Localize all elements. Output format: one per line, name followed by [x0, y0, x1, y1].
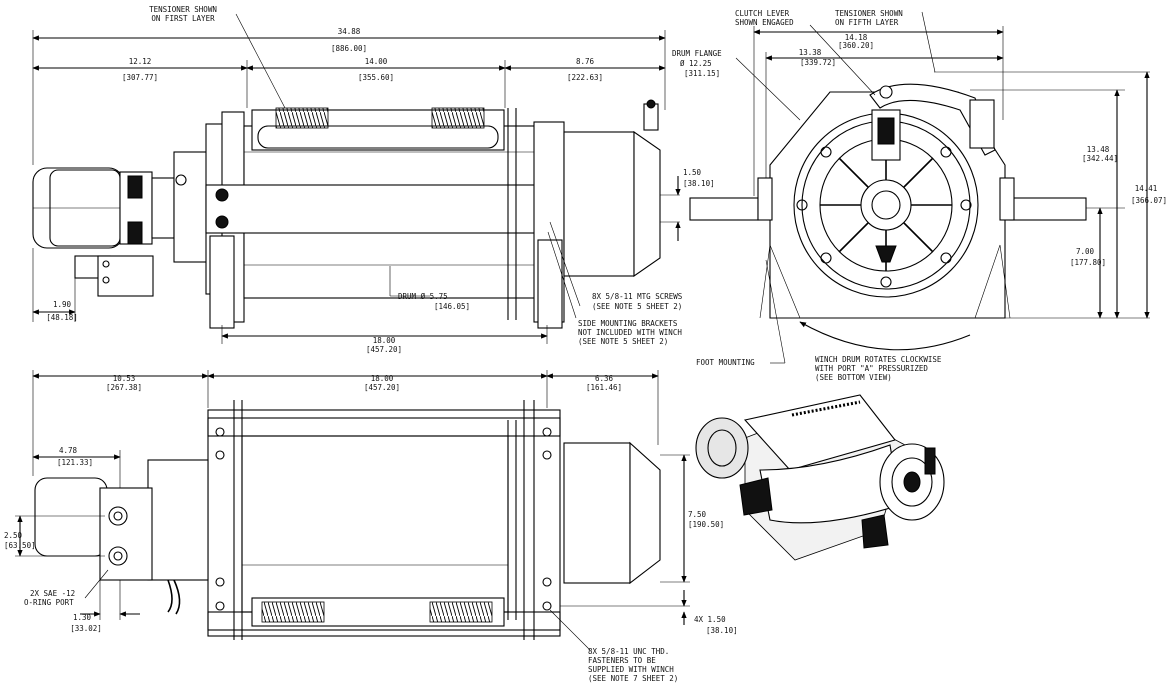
dim-hole-mm: [38.10]	[683, 179, 715, 188]
dim-port-gap: 2.50	[4, 531, 23, 540]
dim-height-1: 13.48	[1087, 145, 1110, 154]
valve-block	[99, 487, 153, 581]
drum-diameter: DRUM Ø 5.75	[398, 292, 448, 301]
dim-motor-mm: [48.18]	[46, 313, 78, 322]
brackets-note-line2: NOT INCLUDED WITH WINCH	[578, 328, 682, 337]
clutch-note-line1: CLUTCH LEVER	[735, 9, 790, 18]
dim-bottom-right-mm: [161.46]	[586, 383, 622, 392]
foot-flange-right	[1009, 197, 1087, 221]
clutch-note-line2: SHOWN ENGAGED	[735, 18, 794, 27]
dim-bottom-base-mm: [457.20]	[364, 383, 400, 392]
tensioner-note-line1: TENSIONER SHOWN	[149, 5, 217, 14]
dim-hole: 1.50	[683, 168, 702, 177]
gear-housing-bottom	[563, 442, 631, 584]
dim-right-mm: [222.63]	[567, 73, 603, 82]
tensioner-top	[869, 83, 996, 156]
tensioner5-note-line1: TENSIONER SHOWN	[835, 9, 903, 18]
rotation-note-line3: (SEE BOTTOM VIEW)	[815, 373, 892, 382]
dim-end-width-mm: [360.20]	[838, 41, 874, 50]
dim-hole-spacing-mm: [190.50]	[688, 520, 724, 529]
end-view	[689, 11, 1150, 364]
end-view-labels: CLUTCH LEVER SHOWN ENGAGED TENSIONER SHO…	[672, 9, 1167, 382]
dim-height-3-mm: [177.80]	[1070, 258, 1106, 267]
tensioner-note-line2: ON FIRST LAYER	[151, 14, 215, 23]
oring-note-line1: 2X SAE -12	[30, 589, 75, 598]
iso-motor	[695, 417, 749, 479]
w-logo	[875, 245, 897, 263]
dim-bottom-motor: 1.30	[73, 613, 92, 622]
fastener-note-line4: (SEE NOTE 7 SHEET 2)	[588, 674, 678, 683]
dim-overall-mm: [886.00]	[331, 44, 367, 53]
oring-note-line2: O-RING PORT	[24, 598, 74, 607]
isometric-view	[695, 394, 945, 561]
tensioner5-note-line2: ON FIFTH LAYER	[835, 18, 899, 27]
dim-height-2: 14.41	[1135, 184, 1158, 193]
dim-holes: 4X 1.50	[694, 615, 726, 624]
flange-note-line1: DRUM FLANGE	[672, 49, 722, 58]
flange-note-line2: Ø 12.25	[680, 59, 712, 68]
dim-drum-length: 14.00	[365, 57, 388, 66]
drum-diameter-mm: [146.05]	[434, 302, 470, 311]
dim-bottom-left-mm: [267.38]	[106, 383, 142, 392]
brackets-note-line1: SIDE MOUNTING BRACKETS	[578, 319, 678, 328]
flange-note-line3: [311.15]	[684, 69, 720, 78]
screws-note-line1: 8X 5/8-11 MTG SCREWS	[592, 292, 683, 301]
iso-tensioner	[743, 394, 896, 471]
dim-bottom-motor-mm: [33.02]	[70, 624, 102, 633]
top-view	[32, 13, 681, 344]
dim-bottom-right: 6.36	[595, 374, 614, 383]
dim-right: 8.76	[576, 57, 595, 66]
tie-bar	[205, 184, 567, 234]
brake-valve	[97, 255, 154, 297]
dim-bottom-base: 18.00	[371, 374, 394, 383]
dim-holes-mm: [38.10]	[706, 626, 738, 635]
dim-drum-length-mm: [355.60]	[358, 73, 394, 82]
bolt-holes	[215, 427, 552, 611]
fastener-note-line1: 8X 5/8-11 UNC THD.	[588, 647, 669, 656]
top-view-labels: TENSIONER SHOWN ON FIRST LAYER 34.88 [88…	[46, 5, 714, 354]
bottom-view	[15, 370, 690, 651]
dim-motor: 1.90	[53, 300, 72, 309]
bottom-view-labels: 10.53 [267.38] 18.00 [457.20] 6.36 [161.…	[4, 374, 738, 683]
brackets-note-line3: (SEE NOTE 5 SHEET 2)	[578, 337, 668, 346]
motor-adapter	[173, 151, 209, 263]
foot-mounting-label: FOOT MOUNTING	[696, 358, 755, 367]
dim-end-width: 14.18	[845, 33, 868, 42]
gear-housing	[563, 131, 635, 277]
dim-height-2-mm: [366.07]	[1131, 196, 1167, 205]
dim-left-mm: [307.77]	[122, 73, 158, 82]
dim-flange-width-mm: [339.72]	[800, 58, 836, 67]
rotation-note-line2: WITH PORT "A" PRESSURIZED	[815, 364, 928, 373]
dim-port-gap-mm: [63.50]	[4, 541, 36, 550]
screws-note-line2: (SEE NOTE 5 SHEET 2)	[592, 302, 682, 311]
foot-flange-left	[689, 197, 759, 221]
dim-port-x-mm: [121.33]	[57, 458, 93, 467]
dim-height-3: 7.00	[1076, 247, 1095, 256]
dim-bottom-left: 10.53	[113, 374, 136, 383]
dim-height-1-mm: [342.44]	[1082, 154, 1118, 163]
dim-base-mm: [457.20]	[366, 345, 402, 354]
dim-flange-width: 13.38	[799, 48, 822, 57]
dim-port-x: 4.78	[59, 446, 78, 455]
dim-overall: 34.88	[338, 27, 361, 36]
fastener-note-line3: SUPPLIED WITH WINCH	[588, 665, 674, 674]
rotation-arrow	[799, 321, 971, 351]
dim-left: 12.12	[129, 57, 152, 66]
dim-hole-spacing: 7.50	[688, 510, 707, 519]
dim-base: 18.00	[373, 336, 396, 345]
fastener-note-line2: FASTENERS TO BE	[588, 656, 656, 665]
rotation-note-line1: WINCH DRUM ROTATES CLOCKWISE	[815, 355, 942, 364]
hydraulic-motor-bottom	[34, 477, 108, 557]
